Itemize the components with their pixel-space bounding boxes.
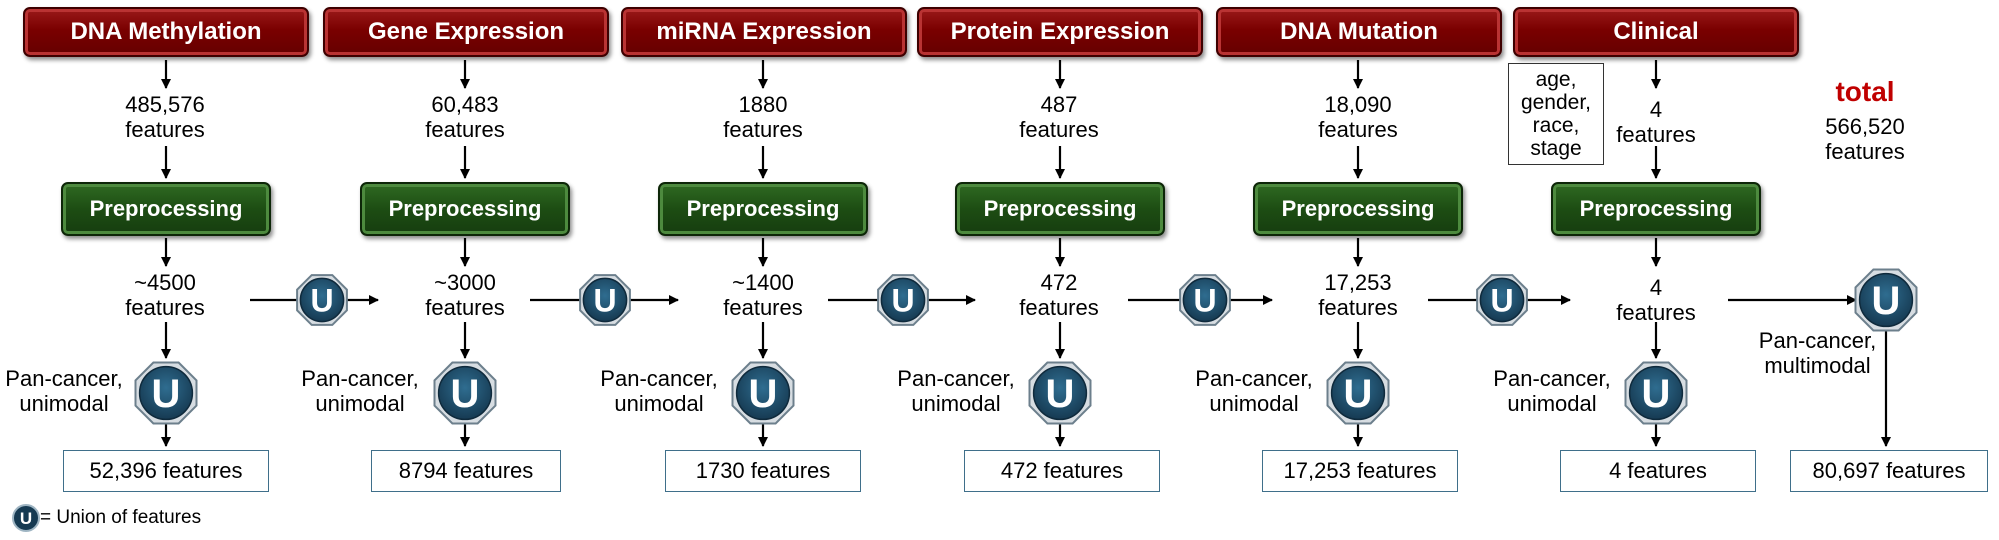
legend: U = Union of features (12, 504, 201, 532)
union-icon-protein-expression: U (1028, 361, 1092, 425)
svg-text:U: U (20, 509, 32, 528)
header-dna-mutation: DNA Mutation (1216, 7, 1502, 57)
preprocessing-box-clinical: Preprocessing (1551, 182, 1761, 236)
svg-text:U: U (152, 372, 181, 416)
union-icon-horizontal-3: U (1179, 274, 1231, 326)
svg-text:U: U (1344, 372, 1373, 416)
union-label-clinical: Pan-cancer, unimodal (1493, 366, 1611, 416)
total-title: total (1835, 76, 1895, 107)
svg-text:U: U (1872, 279, 1901, 323)
preprocessing-box-dna-methylation: Preprocessing (61, 182, 271, 236)
header-gene-expression: Gene Expression (323, 7, 609, 57)
svg-text:U: U (1193, 282, 1216, 318)
union-label-dna-mutation: Pan-cancer, unimodal (1195, 366, 1313, 416)
union-icon-dna-methylation: U (134, 361, 198, 425)
union-symbols: U U U U U U U U U U U U (134, 268, 1918, 425)
preprocessing-box-gene-expression: Preprocessing (360, 182, 570, 236)
union-icon-mirna-expression: U (731, 361, 795, 425)
clinical-attribute: stage (1530, 137, 1582, 160)
preprocessing-box-mirna-expression: Preprocessing (658, 182, 868, 236)
result-box-gene-expression: 8794 features (371, 450, 561, 492)
result-box-mirna-expression: 1730 features (665, 450, 861, 492)
union-legend-icon: U (12, 504, 40, 532)
svg-text:U: U (891, 282, 914, 318)
svg-text:U: U (451, 372, 480, 416)
union-icon-horizontal-2: U (877, 274, 929, 326)
union-icon-horizontal-1: U (579, 274, 631, 326)
union-label-gene-expression: Pan-cancer, unimodal (301, 366, 419, 416)
union-icon-multimodal: U (1854, 268, 1918, 332)
union-label-multimodal: Pan-cancer, multimodal (1758, 328, 1877, 378)
result-box-clinical: 4 features (1560, 450, 1756, 492)
union-label-dna-methylation: Pan-cancer, unimodal (5, 366, 123, 416)
union-icon-clinical: U (1624, 361, 1688, 425)
union-icon-gene-expression: U (433, 361, 497, 425)
svg-text:U: U (593, 282, 616, 318)
header-protein-expression: Protein Expression (917, 7, 1203, 57)
union-icon-horizontal-0: U (296, 274, 348, 326)
union-label-mirna-expression: Pan-cancer, unimodal (600, 366, 718, 416)
union-icon-horizontal-4: U (1476, 274, 1528, 326)
union-label-protein-expression: Pan-cancer, unimodal (897, 366, 1015, 416)
svg-text:U: U (1046, 372, 1075, 416)
result-box-protein-expression: 472 features (964, 450, 1160, 492)
clinical-attribute: gender, (1520, 91, 1592, 114)
svg-text:U: U (1490, 282, 1513, 318)
preprocessing-box-protein-expression: Preprocessing (955, 182, 1165, 236)
result-box-dna-methylation: 52,396 features (63, 450, 269, 492)
clinical-attributes-box: age, gender, race, stage (1508, 63, 1604, 165)
header-mirna-expression: miRNA Expression (621, 7, 907, 57)
legend-text: = Union of features (40, 507, 202, 528)
result-box-multimodal: 80,697 features (1790, 450, 1988, 492)
clinical-attribute: age, (1535, 68, 1577, 91)
clinical-attribute: race, (1532, 114, 1580, 137)
svg-text:U: U (749, 372, 778, 416)
svg-text:U: U (310, 282, 333, 318)
header-clinical: Clinical (1513, 7, 1799, 57)
preprocessing-box-dna-mutation: Preprocessing (1253, 182, 1463, 236)
header-dna-methylation: DNA Methylation (23, 7, 309, 57)
svg-text:U: U (1642, 372, 1671, 416)
result-box-dna-mutation: 17,253 features (1262, 450, 1458, 492)
union-icon-dna-mutation: U (1326, 361, 1390, 425)
